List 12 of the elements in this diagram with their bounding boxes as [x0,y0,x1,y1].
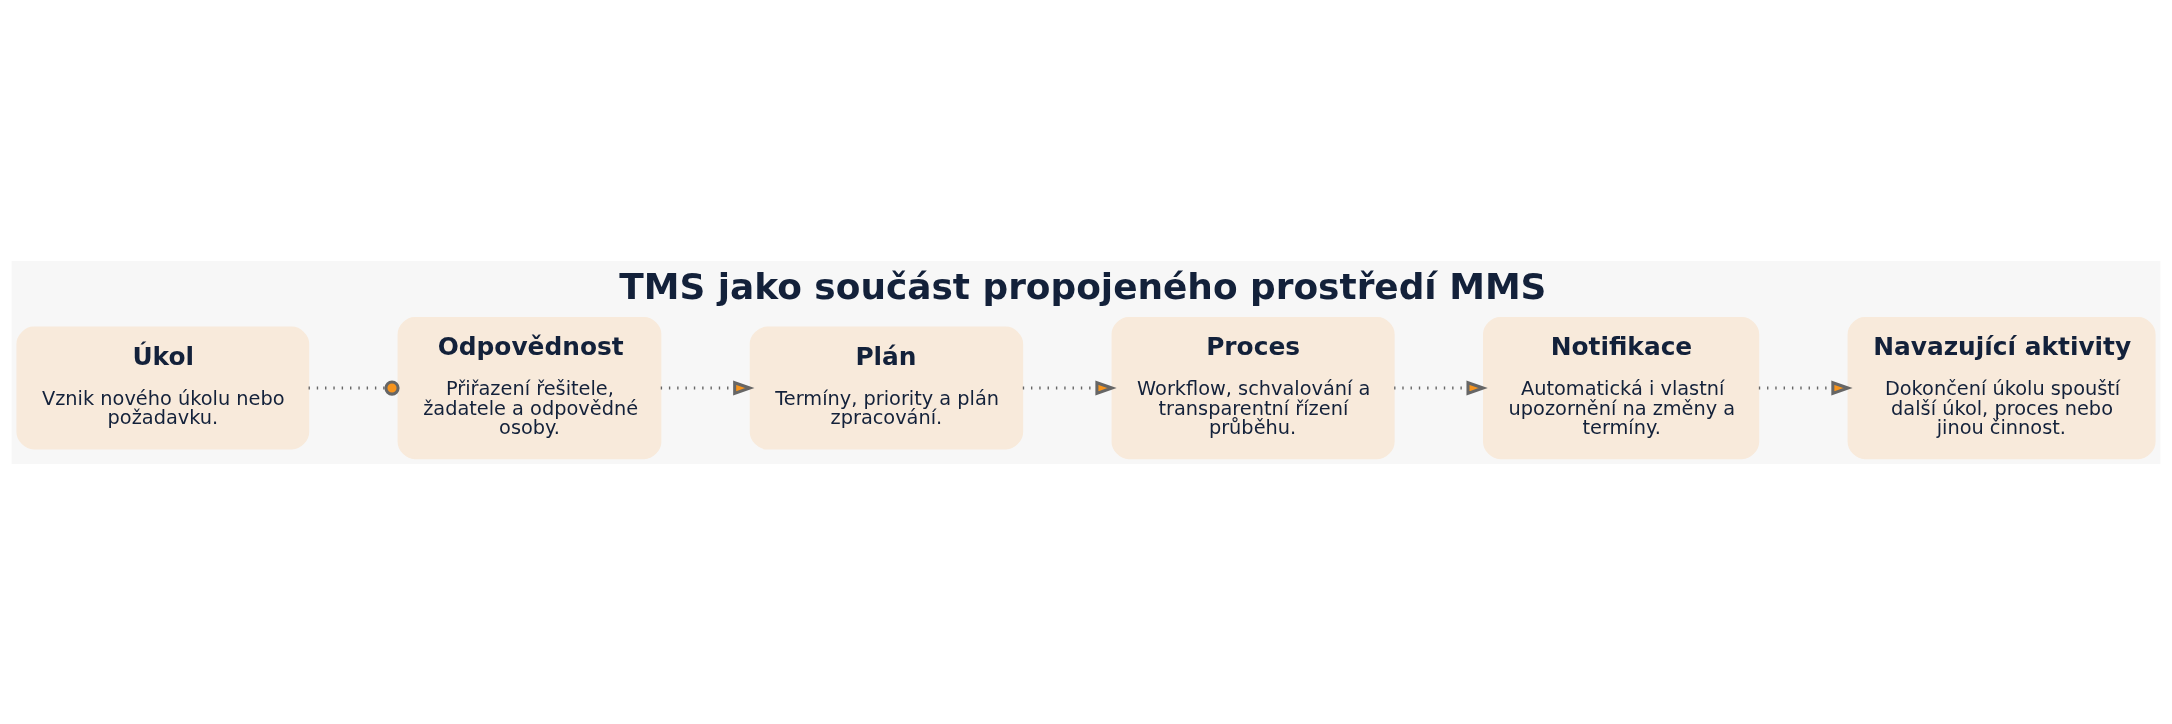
arrow [660,380,755,395]
node-box: Proces Workflow, schvalování a transparentní řízení průběhu. [1111,316,1395,459]
connector [308,379,400,396]
node-box: Úkol Vznik nového úkolu nebo požadavku. [16,326,310,449]
arrow [1758,380,1853,395]
arrow [1022,380,1117,395]
node-box: Navazující aktivity Dokončení úkolu spouští další úkol, proces nebo jinou činnost. [1847,316,2156,459]
node-box: Odpovědnost Přiřazení řešitele, žadatele a odpovědné osoby. [397,316,662,459]
node-box: Notifikace Automatická i vlastní upozornění na změny a termíny. [1483,316,1760,459]
diagram-title: TMS jako součást propojeného prostředí MMS [619,265,1547,307]
node-box: Plán Termíny, priority a plán zpracování. [749,326,1024,449]
arrow [1394,380,1488,395]
